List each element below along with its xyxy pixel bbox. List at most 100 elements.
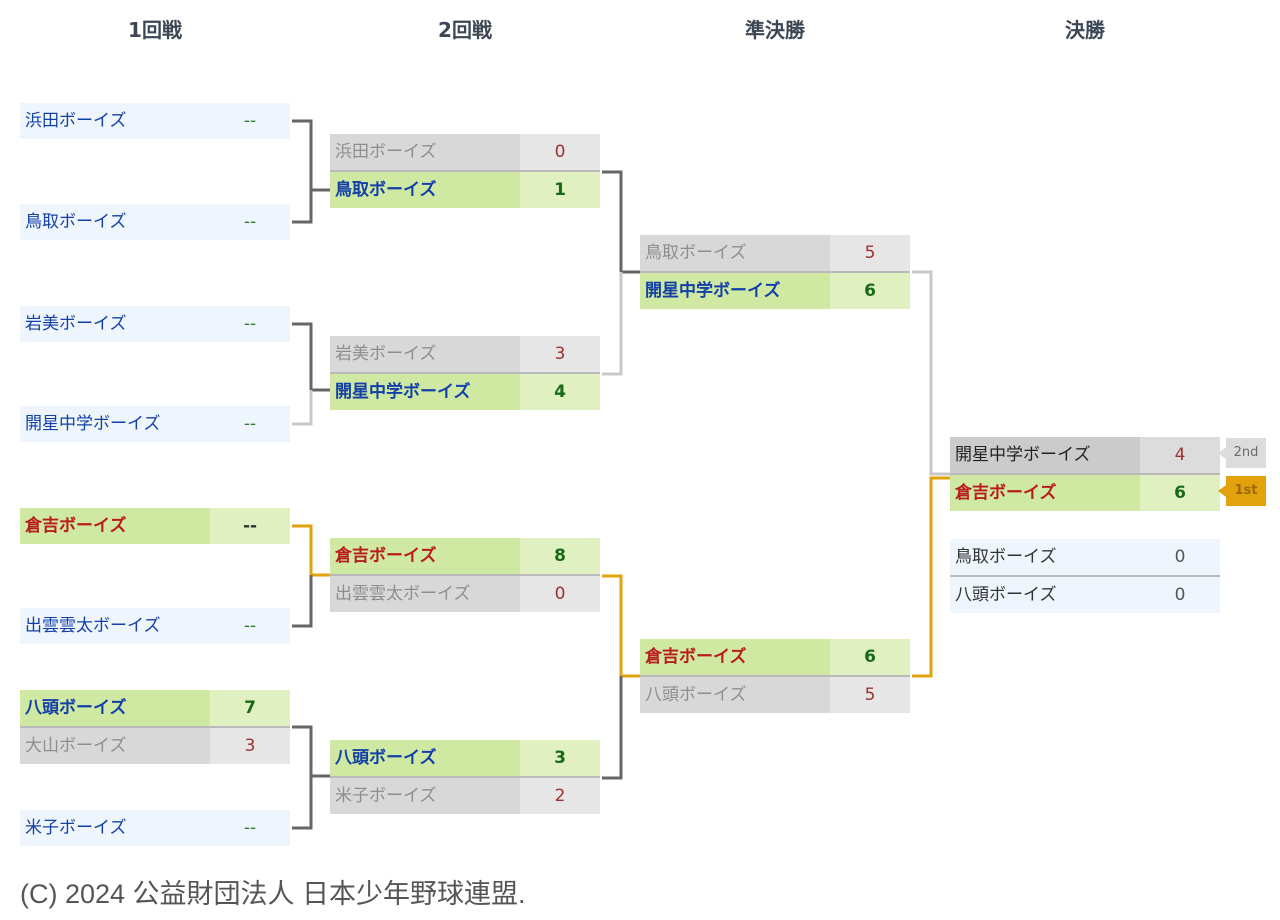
team-score: 6 (1140, 475, 1220, 511)
semi-team-yazu[interactable]: 八頭ボーイズ 5 (640, 677, 910, 713)
team-name: 岩美ボーイズ (20, 306, 210, 342)
semi-team-kurayoshi[interactable]: 倉吉ボーイズ 6 (640, 639, 910, 675)
round-title-final: 決勝 (1065, 18, 1105, 42)
r1-team-kaisei[interactable]: 開星中学ボーイズ -- (20, 406, 290, 442)
team-name: 八頭ボーイズ (950, 577, 1140, 613)
connector-r1-m3a (292, 524, 330, 577)
team-name: 鳥取ボーイズ (20, 204, 210, 240)
connector-r1-m1 (292, 119, 330, 224)
team-score: 6 (830, 273, 910, 309)
r2-team-kurayoshi[interactable]: 倉吉ボーイズ 8 (330, 538, 600, 574)
team-name: 開星中学ボーイズ (20, 406, 210, 442)
r2-team-iwami[interactable]: 岩美ボーイズ 3 (330, 336, 600, 372)
r2-team-yazu[interactable]: 八頭ボーイズ 3 (330, 740, 600, 776)
r1-team-iwami[interactable]: 岩美ボーイズ -- (20, 306, 290, 342)
r2-team-tottori[interactable]: 鳥取ボーイズ 1 (330, 172, 600, 208)
connector-r2-s2b (602, 676, 623, 780)
team-score: -- (210, 306, 290, 342)
connector-r1-m2b (292, 390, 313, 426)
team-name: 倉吉ボーイズ (950, 475, 1140, 511)
team-name: 開星中学ボーイズ (950, 437, 1140, 473)
r1-team-daisen[interactable]: 大山ボーイズ 3 (20, 728, 290, 764)
team-score: 0 (520, 576, 600, 612)
team-name: 浜田ボーイズ (20, 103, 210, 139)
team-name: 開星中学ボーイズ (330, 374, 520, 410)
connector-r1-m4 (292, 725, 330, 830)
team-score: -- (210, 204, 290, 240)
team-name: 米子ボーイズ (330, 778, 520, 814)
team-score: -- (210, 608, 290, 644)
team-name: 鳥取ボーイズ (330, 172, 520, 208)
team-score: 2 (520, 778, 600, 814)
match-divider (640, 271, 910, 273)
r1-team-yazu[interactable]: 八頭ボーイズ 7 (20, 690, 290, 726)
connector-semi-final-a (912, 270, 950, 476)
match-divider (330, 574, 600, 576)
r1-team-hamada[interactable]: 浜田ボーイズ -- (20, 103, 290, 139)
team-name: 倉吉ボーイズ (330, 538, 520, 574)
semi-team-tottori[interactable]: 鳥取ボーイズ 5 (640, 235, 910, 271)
final-team-kaisei[interactable]: 開星中学ボーイズ 4 (950, 437, 1220, 473)
team-name: 浜田ボーイズ (330, 134, 520, 170)
round-title-1: 1回戦 (128, 18, 182, 42)
team-score: 0 (1140, 539, 1220, 575)
match-divider (950, 575, 1220, 577)
match-divider (330, 170, 600, 172)
connector-r2-s1b (602, 272, 623, 376)
semi-team-kaisei[interactable]: 開星中学ボーイズ 6 (640, 273, 910, 309)
r2-team-izumo[interactable]: 出雲雲太ボーイズ 0 (330, 576, 600, 612)
match-divider (640, 675, 910, 677)
team-score: 0 (520, 134, 600, 170)
r2-team-kaisei[interactable]: 開星中学ボーイズ 4 (330, 374, 600, 410)
connector-r1-m2a (292, 322, 330, 392)
third-place-team-tottori[interactable]: 鳥取ボーイズ 0 (950, 539, 1220, 575)
third-place-team-yazu[interactable]: 八頭ボーイズ 0 (950, 577, 1220, 613)
team-score: 4 (1140, 437, 1220, 473)
final-team-kurayoshi[interactable]: 倉吉ボーイズ 6 (950, 475, 1220, 511)
team-score: -- (210, 508, 290, 544)
team-name: 八頭ボーイズ (20, 690, 210, 726)
r1-team-izumo[interactable]: 出雲雲太ボーイズ -- (20, 608, 290, 644)
team-score: 5 (830, 235, 910, 271)
team-name: 出雲雲太ボーイズ (20, 608, 210, 644)
r1-team-yonago[interactable]: 米子ボーイズ -- (20, 810, 290, 846)
r1-team-tottori[interactable]: 鳥取ボーイズ -- (20, 204, 290, 240)
round-title-semifinal: 準決勝 (745, 18, 805, 42)
connector-r2-s2a (602, 574, 640, 678)
connector-r1-m3b (292, 575, 313, 628)
team-name: 倉吉ボーイズ (20, 508, 210, 544)
team-score: 1 (520, 172, 600, 208)
round-title-2: 2回戦 (438, 18, 492, 42)
team-name: 八頭ボーイズ (640, 677, 830, 713)
connector-semi-final-b (912, 476, 950, 678)
match-divider (950, 473, 1220, 475)
copyright-footer: (C) 2024 公益財団法人 日本少年野球連盟. (20, 879, 526, 909)
team-score: 3 (520, 336, 600, 372)
team-score: 7 (210, 690, 290, 726)
first-place-badge: 1st (1218, 476, 1266, 506)
team-name: 八頭ボーイズ (330, 740, 520, 776)
r2-team-yonago[interactable]: 米子ボーイズ 2 (330, 778, 600, 814)
team-name: 出雲雲太ボーイズ (330, 576, 520, 612)
team-score: 0 (1140, 577, 1220, 613)
second-place-badge: 2nd (1218, 438, 1266, 468)
team-name: 大山ボーイズ (20, 728, 210, 764)
r1-team-kurayoshi[interactable]: 倉吉ボーイズ -- (20, 508, 290, 544)
team-score: 3 (210, 728, 290, 764)
team-score: 4 (520, 374, 600, 410)
team-score: 3 (520, 740, 600, 776)
match-divider (330, 372, 600, 374)
r2-team-hamada[interactable]: 浜田ボーイズ 0 (330, 134, 600, 170)
team-name: 岩美ボーイズ (330, 336, 520, 372)
team-score: 5 (830, 677, 910, 713)
team-name: 米子ボーイズ (20, 810, 210, 846)
team-score: -- (210, 406, 290, 442)
team-score: -- (210, 103, 290, 139)
team-score: -- (210, 810, 290, 846)
match-divider (330, 776, 600, 778)
team-name: 鳥取ボーイズ (950, 539, 1140, 575)
team-name: 鳥取ボーイズ (640, 235, 830, 271)
team-name: 倉吉ボーイズ (640, 639, 830, 675)
team-score: 6 (830, 639, 910, 675)
